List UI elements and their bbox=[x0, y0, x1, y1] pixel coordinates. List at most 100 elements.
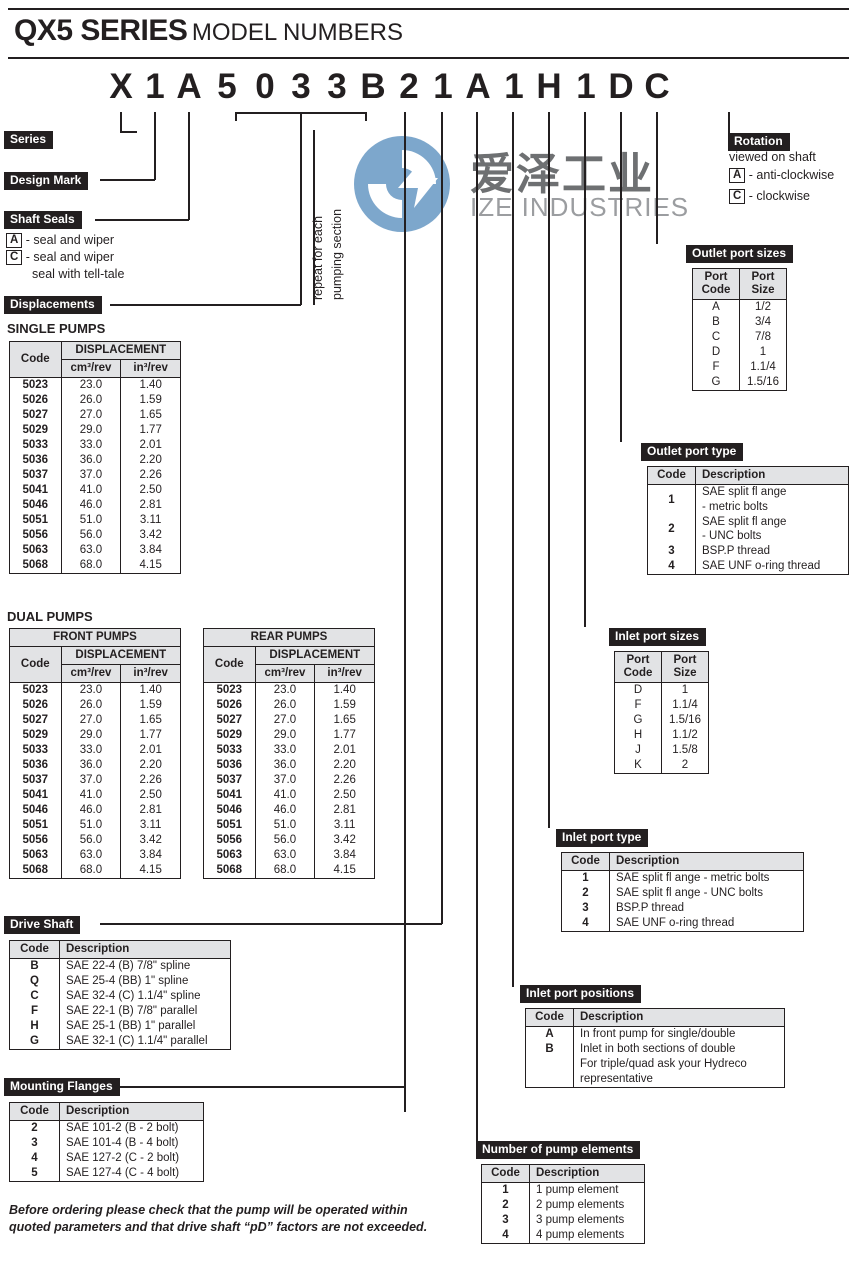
label-outlet-port-sizes: Outlet port sizes bbox=[686, 245, 794, 263]
single-pump-metric: 29.0 bbox=[60, 423, 122, 438]
single-pump-code: 5029 bbox=[9, 423, 62, 438]
rotation-text-c: - clockwise bbox=[748, 189, 810, 203]
drive-shaft-description: SAE 32-1 (C) 1.1/4" parallel bbox=[59, 1034, 231, 1050]
shaft-seal-text-a: - seal and wiper bbox=[25, 233, 115, 247]
rear-pump-code: 5023 bbox=[203, 682, 256, 698]
inlet-port-type-description: SAE UNF o-ring thread bbox=[609, 916, 804, 932]
inlet-port-size-port-code: F bbox=[614, 698, 662, 713]
dual-pumps-title: DUAL PUMPS bbox=[7, 609, 93, 624]
rear-pump-code: 5056 bbox=[203, 833, 256, 848]
mounting-flange-code: 4 bbox=[9, 1151, 60, 1166]
front-pump-code: 5056 bbox=[9, 833, 62, 848]
th-ops-size-l2: Size bbox=[751, 284, 775, 296]
label-outlet-port-type: Outlet port type bbox=[641, 443, 744, 461]
single-pump-metric: 51.0 bbox=[60, 513, 122, 528]
watermark: 爱泽工业 IZE INDUSTRIES bbox=[352, 132, 692, 237]
front-pump-code: 5027 bbox=[9, 713, 62, 728]
front-pump-imperial: 2.20 bbox=[120, 758, 181, 773]
outlet-port-size-port-code: G bbox=[692, 375, 740, 391]
footnote-text: Before ordering please check that the pu… bbox=[9, 1203, 428, 1234]
rear-pump-imperial: 2.20 bbox=[314, 758, 375, 773]
inlet-port-size-port-code: K bbox=[614, 758, 662, 774]
model-char-5: 3 bbox=[291, 67, 311, 106]
rear-pump-imperial: 1.65 bbox=[314, 713, 375, 728]
shaft-seals-options: A - seal and wiper C - seal and wiper se… bbox=[6, 232, 124, 283]
front-pump-metric: 51.0 bbox=[60, 818, 122, 833]
inlet-port-size-port-size: 2 bbox=[661, 758, 709, 774]
front-pump-imperial: 2.26 bbox=[120, 773, 181, 788]
th-ops-code-l1: Port bbox=[704, 271, 728, 283]
rear-pump-imperial: 3.84 bbox=[314, 848, 375, 863]
front-pump-metric: 29.0 bbox=[60, 728, 122, 743]
th-ds-code: Code bbox=[9, 940, 60, 959]
inlet-port-position-code bbox=[525, 1072, 574, 1088]
single-pump-imperial: 1.77 bbox=[120, 423, 181, 438]
th-rear-imperial: in³/rev bbox=[314, 664, 375, 683]
rear-pump-imperial: 3.11 bbox=[314, 818, 375, 833]
front-pump-metric: 23.0 bbox=[60, 682, 122, 698]
th-ops-code-l2: Code bbox=[701, 284, 731, 296]
front-pump-imperial: 2.81 bbox=[120, 803, 181, 818]
single-pump-code: 5037 bbox=[9, 468, 62, 483]
outlet-port-size-port-code: C bbox=[692, 330, 740, 345]
rear-pumps-table: REAR PUMPS Code DISPLACEMENT cm³/rev in³… bbox=[203, 628, 376, 879]
outlet-port-size-port-code: F bbox=[692, 360, 740, 375]
header-rule-bottom bbox=[8, 57, 849, 59]
rotation-option-a: A - anti-clockwise bbox=[729, 167, 834, 184]
model-char-1: 1 bbox=[145, 67, 165, 106]
outlet-port-size-port-code: D bbox=[692, 345, 740, 360]
th-rear-displacement: DISPLACEMENT bbox=[254, 646, 376, 665]
outlet-port-size-port-size: 3/4 bbox=[739, 315, 787, 330]
th-ips-port-size: Port Size bbox=[661, 651, 709, 683]
th-ops-port-code: Port Code bbox=[692, 268, 740, 300]
th-ds-description: Description bbox=[59, 940, 231, 959]
front-pump-metric: 41.0 bbox=[60, 788, 122, 803]
repeat-note-line-1: repeat for each bbox=[311, 215, 325, 300]
outlet-port-type-code: 2 bbox=[647, 514, 696, 544]
rear-pump-code: 5051 bbox=[203, 818, 256, 833]
drive-shaft-description: SAE 22-4 (B) 7/8" spline bbox=[59, 958, 231, 974]
th-imperial: in³/rev bbox=[120, 359, 181, 378]
front-pump-code: 5051 bbox=[9, 818, 62, 833]
inlet-port-size-port-size: 1.1/4 bbox=[661, 698, 709, 713]
repeat-note-line-2: pumping section bbox=[330, 208, 344, 300]
front-pump-imperial: 2.01 bbox=[120, 743, 181, 758]
inlet-port-size-port-size: 1.5/16 bbox=[661, 713, 709, 728]
th-rear-pumps: REAR PUMPS bbox=[203, 628, 375, 647]
leader-drive-shaft-h bbox=[100, 923, 442, 925]
rear-pump-code: 5046 bbox=[203, 803, 256, 818]
leader-mounting-flanges-h bbox=[110, 1086, 405, 1088]
single-pump-imperial: 3.84 bbox=[120, 543, 181, 558]
single-pump-imperial: 2.50 bbox=[120, 483, 181, 498]
th-ipp-description: Description bbox=[573, 1008, 785, 1027]
th-displacement: DISPLACEMENT bbox=[60, 341, 182, 360]
front-pump-imperial: 3.11 bbox=[120, 818, 181, 833]
outlet-port-size-port-size: 1/2 bbox=[739, 299, 787, 315]
th-front-metric: cm³/rev bbox=[60, 664, 122, 683]
label-mounting-flanges: Mounting Flanges bbox=[4, 1078, 120, 1096]
outlet-port-type-description: SAE split fl ange- metric bolts bbox=[695, 484, 849, 515]
